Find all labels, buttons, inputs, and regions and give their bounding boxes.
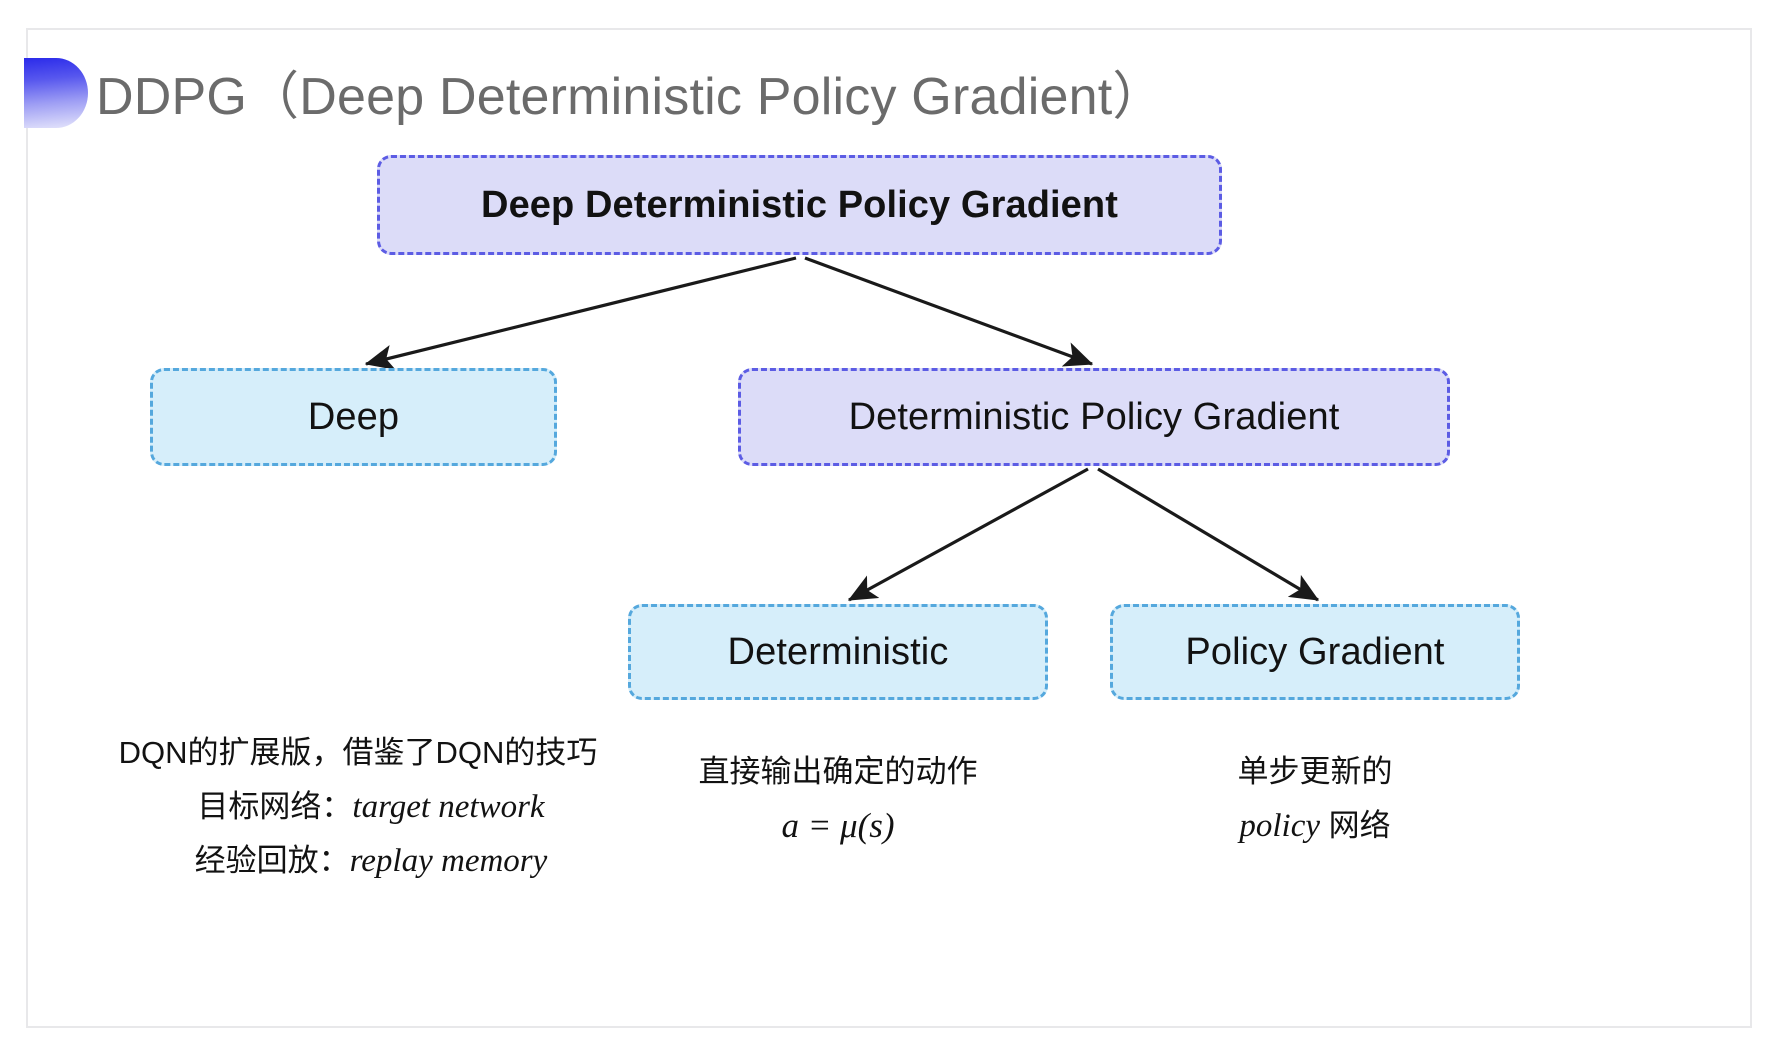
caption-deep-line2-term: target network [352,789,545,825]
caption-deterministic: 直接输出确定的动作 a = μ(s) [648,745,1028,853]
caption-deep: DQN的扩展版，借鉴了DQN的技巧 目标网络：target network 经验… [118,726,598,888]
node-label: Deep Deterministic Policy Gradient [481,183,1118,226]
node-label: Deterministic Policy Gradient [848,395,1340,438]
node-label: Deep [307,395,400,438]
caption-deterministic-line1: 直接输出确定的动作 [698,754,978,789]
caption-deep-line2-label: 目标网络： [197,789,353,824]
frame-right-line [1750,28,1752,1028]
edge-dpg-to-policy-gradient [1097,467,1320,602]
caption-policy-gradient-line1: 单步更新的 [1237,754,1393,789]
caption-policy-gradient-suffix: 网络 [1320,808,1391,843]
edge-root-to-dpg [804,256,1094,367]
frame-bottom-line [26,1026,1752,1028]
half-circle-gradient-icon [24,58,88,128]
caption-deep-line2: 目标网络：target network [118,780,598,834]
caption-policy-gradient-term: policy [1239,808,1320,844]
edge-dpg-to-deterministic [847,467,1089,602]
caption-deep-line3-label: 经验回放： [194,843,350,878]
page-title: DDPG（Deep Deterministic Policy Gradient） [96,68,1165,126]
node-deterministic[interactable]: Deterministic [628,604,1048,700]
node-deep[interactable]: Deep [150,368,557,466]
node-deterministic-policy-gradient[interactable]: Deterministic Policy Gradient [738,368,1450,466]
caption-policy-gradient-line2: policy 网络 [1130,799,1500,853]
node-policy-gradient[interactable]: Policy Gradient [1110,604,1520,700]
frame-top-line [26,28,1752,30]
caption-deep-line1: DQN的扩展版，借鉴了DQN的技巧 [118,735,598,770]
caption-deterministic-formula: a = μ(s) [781,806,895,845]
node-label: Deterministic [727,630,949,673]
frame-left-line [26,28,28,1028]
node-label: Policy Gradient [1185,630,1445,673]
caption-deep-line3: 经验回放：replay memory [118,834,598,888]
caption-deep-line3-term: replay memory [349,843,548,879]
edge-root-to-deep [364,256,797,370]
caption-policy-gradient: 单步更新的 policy 网络 [1130,745,1500,853]
node-deep-deterministic-policy-gradient[interactable]: Deep Deterministic Policy Gradient [377,155,1222,255]
